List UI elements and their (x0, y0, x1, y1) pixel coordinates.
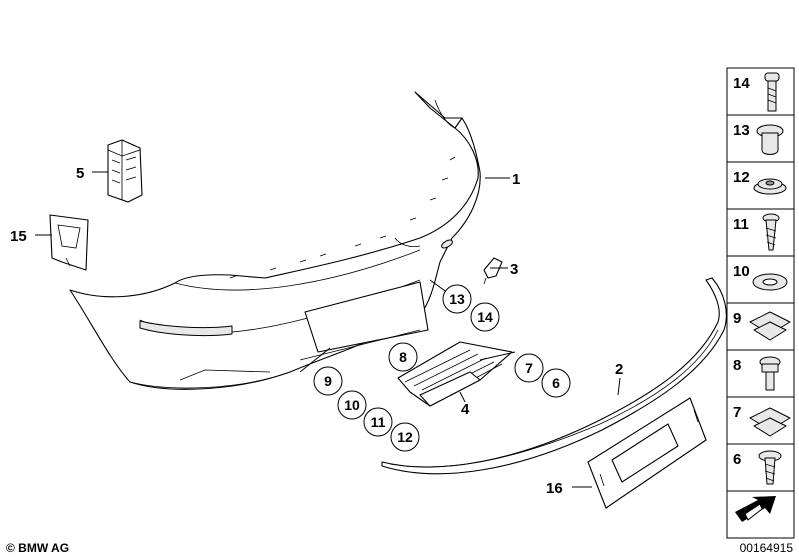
grommet-icon (753, 178, 787, 195)
index-label-9: 9 (733, 310, 741, 327)
svg-text:8: 8 (399, 349, 407, 365)
index-label-10: 10 (733, 263, 750, 280)
direction-arrow-icon (735, 496, 776, 522)
callout-1: 1 (512, 171, 520, 188)
svg-text:12: 12 (397, 429, 413, 445)
index-label-11: 11 (733, 216, 749, 233)
plate-base-part-16 (587, 397, 707, 509)
callout-3: 3 (510, 261, 518, 278)
index-label-7: 7 (733, 404, 741, 421)
flange-screw-icon (758, 450, 782, 485)
trim-strip-part-2 (381, 277, 727, 475)
hex-bolt-icon (759, 356, 781, 391)
index-label-14: 14 (733, 75, 750, 92)
callout-4: 4 (461, 401, 470, 418)
svg-text:7: 7 (525, 360, 533, 376)
callout-5: 5 (76, 165, 84, 182)
bolt-icon (764, 72, 780, 112)
circled-callout-6: 6 (541, 368, 571, 398)
callout-15: 15 (10, 228, 27, 245)
circled-callout-13: 13 (442, 284, 472, 314)
rear-bumper-illustration (69, 91, 481, 390)
bracket-part-5 (107, 139, 143, 203)
svg-text:6: 6 (552, 375, 560, 391)
circled-callout-7: 7 (514, 353, 544, 383)
svg-text:13: 13 (449, 291, 465, 307)
washer-icon (752, 273, 788, 291)
nut-insert-icon (756, 124, 784, 155)
circled-callout-11: 11 (363, 407, 393, 437)
circled-callout-10: 10 (337, 390, 367, 420)
diagram-number: 00164915 (739, 541, 793, 555)
leader-lines (35, 171, 621, 488)
svg-text:9: 9 (324, 373, 332, 389)
index-label-13: 13 (733, 122, 750, 139)
callout-16: 16 (546, 480, 563, 497)
callout-2: 2 (615, 361, 623, 378)
clip-nut-icon-7 (749, 407, 791, 437)
svg-text:10: 10 (344, 397, 360, 413)
svg-text:11: 11 (371, 414, 386, 430)
parts-index-column: 14 13 12 11 10 9 8 7 6 (726, 67, 795, 539)
circled-callout-12: 12 (390, 422, 420, 452)
index-label-12: 12 (733, 169, 750, 186)
clip-nut-icon-9 (749, 311, 791, 341)
diffuser-part-4 (397, 341, 513, 407)
clip-part-3 (483, 257, 503, 285)
circled-callout-14: 14 (470, 302, 500, 332)
circled-callout-9: 9 (313, 366, 343, 396)
svg-text:14: 14 (477, 309, 493, 325)
index-label-6: 6 (733, 451, 741, 468)
circled-callout-8: 8 (388, 342, 418, 372)
index-label-8: 8 (733, 357, 741, 374)
bracket-part-15 (49, 214, 89, 271)
copyright-text: © BMW AG (6, 541, 70, 555)
screw-icon (762, 213, 780, 251)
